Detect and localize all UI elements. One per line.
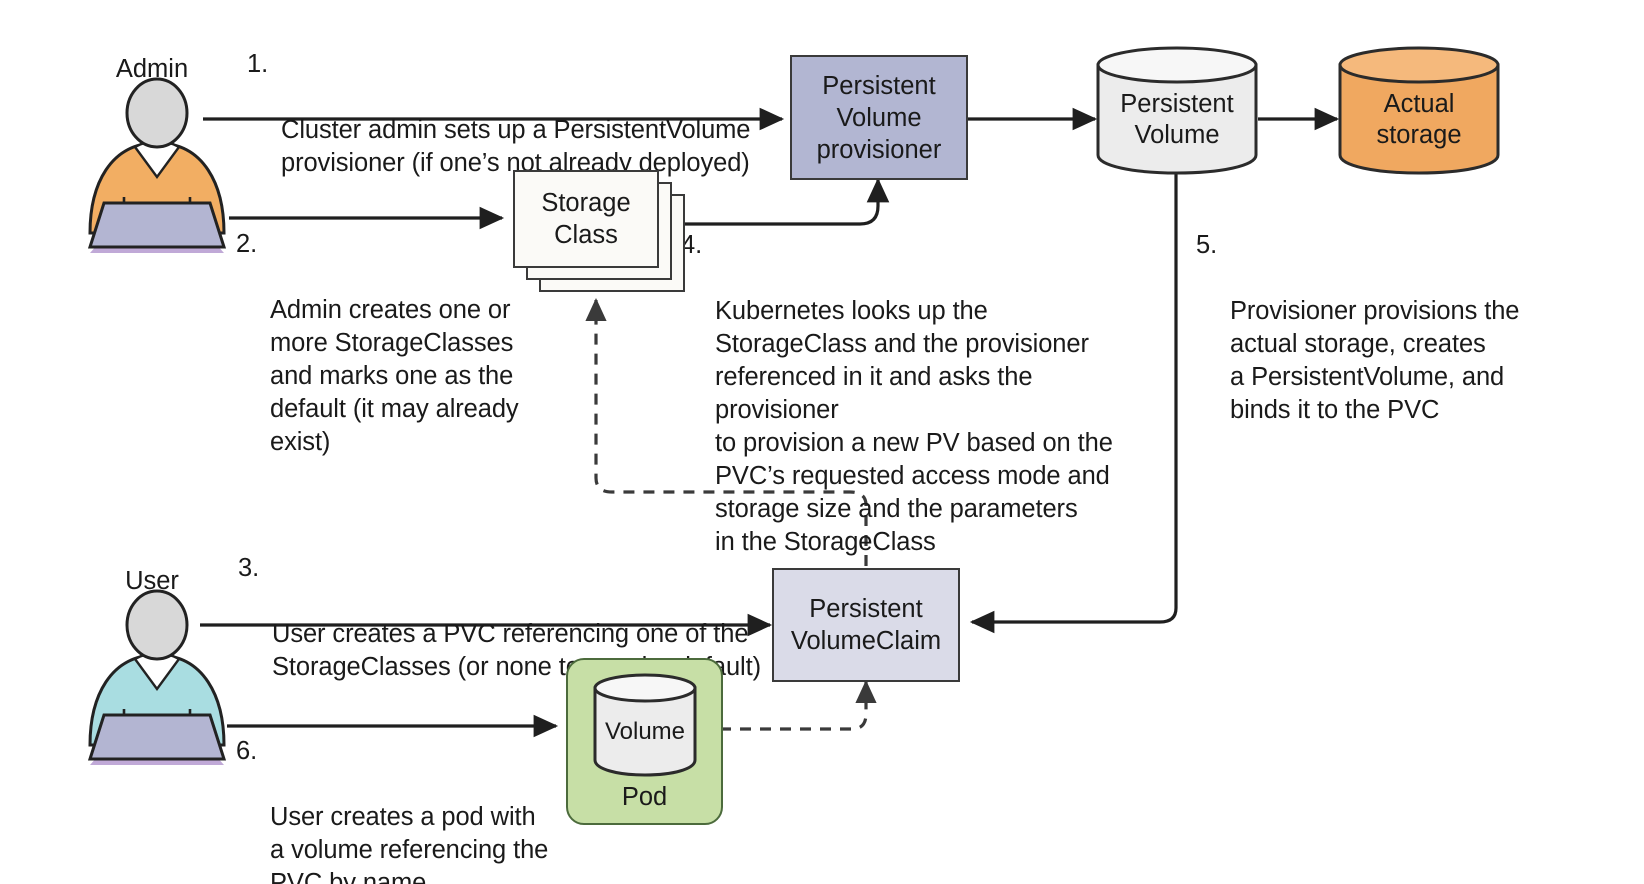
volume-node[interactable]: Volume [592,672,698,778]
step-3: 3. User creates a PVC referencing one of… [238,552,768,717]
pod-label: Pod [621,783,668,811]
step-3-text: User creates a PVC referencing one of th… [272,620,761,681]
step-5-number: 5. [1196,231,1218,259]
persistent-volume-provisioner-node[interactable]: Persistent Volume provisioner [790,55,968,180]
step-6-text: User creates a pod with a volume referen… [270,803,549,884]
step-1-number: 1. [247,50,269,78]
step-3-number: 3. [238,554,260,582]
storage-class-label: Storage Class [541,189,631,249]
actual-storage-label: Actual storage [1376,90,1462,149]
admin-avatar [82,77,232,263]
step-6-number: 6. [236,737,258,765]
user-avatar [82,589,232,775]
step-5: 5. Provisioner provisions the actual sto… [1196,229,1526,460]
persistent-volume-label: Persistent Volume [1120,90,1234,149]
step-6: 6. User creates a pod with a volume refe… [236,735,556,884]
volume-label: Volume [604,718,686,745]
step-1: 1. Cluster admin sets up a PersistentVol… [247,48,767,213]
step-2-number: 2. [236,230,258,258]
actual-storage-node[interactable]: Actual storage [1337,45,1501,175]
storage-class-front: Storage Class [513,170,659,268]
step-2-text: Admin creates one or more StorageClasses… [270,296,519,456]
step-2: 2. Admin creates one or more StorageClas… [236,228,526,492]
step-1-text: Cluster admin sets up a PersistentVolume… [281,116,751,177]
storage-class-node[interactable]: Storage Class [513,170,688,295]
persistent-volume-provisioner-label: Persistent Volume provisioner [816,71,942,164]
step-4: 4. Kubernetes looks up the StorageClass … [681,229,1151,592]
step-4-text: Kubernetes looks up the StorageClass and… [715,297,1113,556]
step-4-number: 4. [681,231,703,259]
step-5-text: Provisioner provisions the actual storag… [1230,297,1520,424]
persistent-volume-node[interactable]: Persistent Volume [1095,45,1259,175]
persistent-volume-claim-node[interactable]: Persistent VolumeClaim [772,568,960,682]
persistent-volume-claim-label: Persistent VolumeClaim [790,595,942,655]
